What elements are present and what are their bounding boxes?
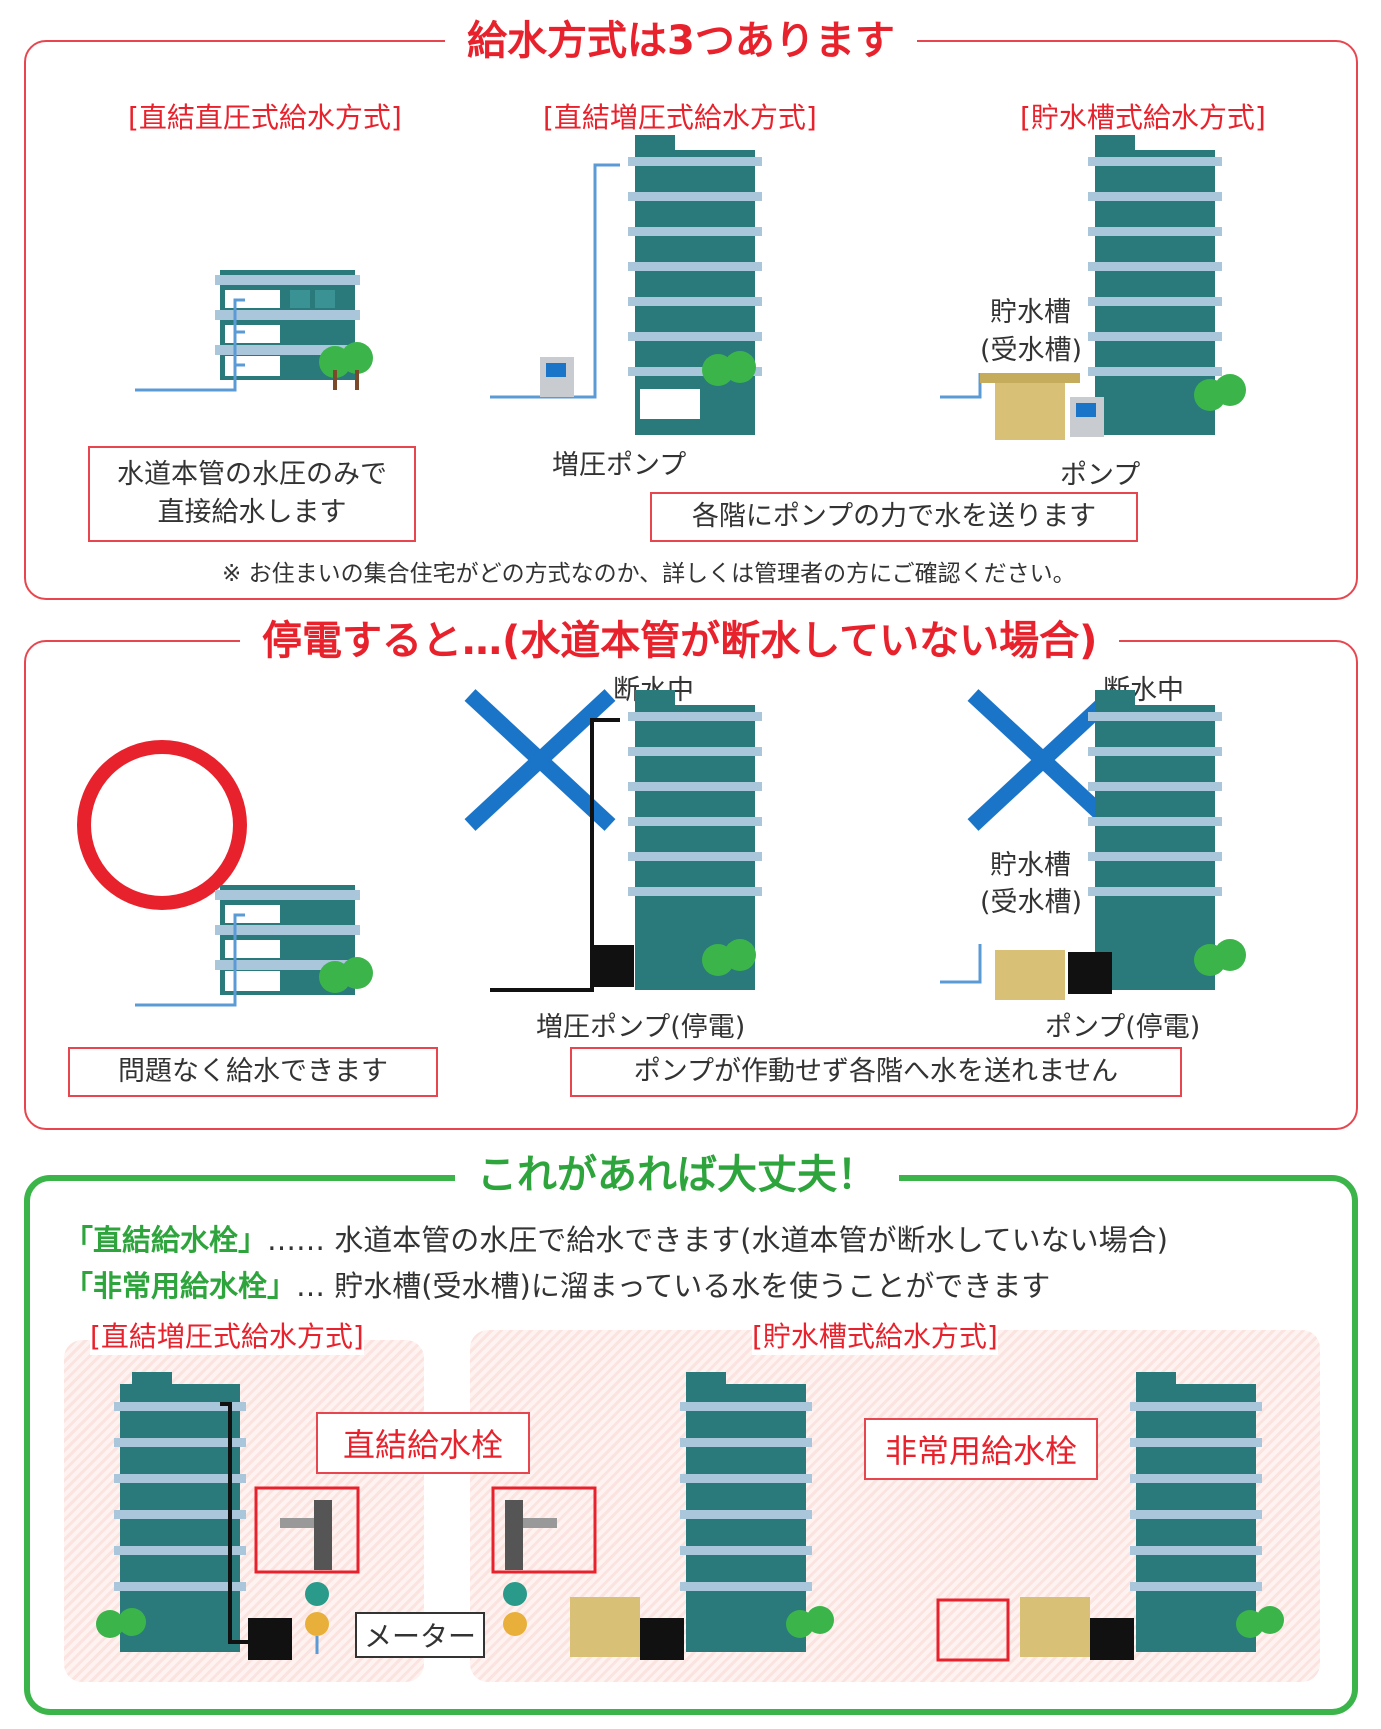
- solution-line-2: 「非常用給水栓」… 貯水槽(受水槽)に溜まっている水を使うことができます: [64, 1263, 1050, 1305]
- callout-emergency-text: 非常用給水栓: [884, 1432, 1077, 1470]
- desc-direct-line1: 水道本管の水圧のみで: [117, 459, 387, 490]
- tall-building-blackout-2: [940, 690, 1246, 1000]
- solution-text-1: …… 水道本管の水圧で給水できます(水道本管が断水していない場合): [267, 1223, 1168, 1257]
- footnote: ※ お住まいの集合住宅がどの方式なのか、詳しくは管理者の方にご確認ください。: [222, 561, 1076, 587]
- small-building-ok: [135, 885, 373, 1007]
- pump-label: ポンプ: [1060, 460, 1141, 491]
- left-method-label: [直結増圧式給水方式]: [90, 1315, 364, 1355]
- solution-line-1: 「直結給水栓」…… 水道本管の水圧で給水できます(水道本管が断水していない場合): [64, 1217, 1168, 1259]
- meter-text: メーター: [363, 1620, 476, 1653]
- desc-pump-box: 各階にポンプの力で水を送ります: [650, 492, 1138, 542]
- pump-blackout-label: ポンプ(停電): [1045, 1012, 1201, 1043]
- ng-text-box: ポンプが作動せず各階へ水を送れません: [570, 1047, 1182, 1097]
- meter-callout: メーター: [355, 1612, 485, 1658]
- desc-direct-line2: 直接給水します: [157, 497, 347, 528]
- ok-circle-icon: [77, 740, 247, 910]
- booster-pump-blackout-label: 増圧ポンプ(停電): [536, 1012, 746, 1043]
- right-method-label: [貯水槽式給水方式]: [752, 1315, 998, 1355]
- tall-building-tank: [940, 135, 1246, 440]
- solution-text-2: … 貯水槽(受水槽)に溜まっている水を使うことができます: [296, 1269, 1051, 1303]
- section-title-solution: これがあれば大丈夫！: [455, 1150, 899, 1200]
- tall-building-booster: [490, 135, 762, 435]
- tank-label-blackout-2: (受水槽): [980, 887, 1083, 918]
- small-building-illustration: [135, 270, 373, 392]
- bottom-building-mid: [570, 1372, 834, 1660]
- ok-text-box: 問題なく給水できます: [68, 1047, 438, 1097]
- callout-direct: 直結給水栓: [316, 1412, 530, 1474]
- method-label-direct: [直結直圧式給水方式]: [128, 101, 402, 134]
- ng-cross-icon-1: [464, 689, 616, 831]
- method-label-booster: [直結増圧式給水方式]: [543, 101, 817, 134]
- ng-text: ポンプが作動せず各階へ水を送れません: [633, 1056, 1119, 1087]
- tank-label-2: (受水槽): [980, 335, 1083, 366]
- desc-direct-box: 水道本管の水圧のみで 直接給水します: [88, 446, 416, 542]
- ok-text: 問題なく給水できます: [118, 1056, 388, 1087]
- solution-key-1: 「直結給水栓」: [64, 1223, 268, 1257]
- meter-left-icon: [305, 1582, 329, 1654]
- method-label-tank: [貯水槽式給水方式]: [1020, 101, 1266, 134]
- bottom-building-left: [96, 1372, 292, 1660]
- direct-faucet-left: [254, 1486, 360, 1574]
- tall-building-blackout-1: [490, 690, 762, 992]
- callout-emergency: 非常用給水栓: [864, 1418, 1098, 1480]
- direct-faucet-right: [491, 1486, 597, 1574]
- tank-label-blackout-1: 貯水槽: [990, 850, 1071, 881]
- section-title-methods: 給水方式は3つあります: [445, 16, 917, 66]
- section-title-blackout: 停電すると…(水道本管が断水していない場合): [240, 616, 1120, 666]
- booster-pump-label: 増圧ポンプ: [552, 450, 687, 481]
- meter-right-icon: [503, 1582, 527, 1636]
- bottom-building-right: [936, 1372, 1284, 1662]
- callout-direct-text: 直結給水栓: [342, 1426, 503, 1464]
- tank-label-1: 貯水槽: [990, 297, 1071, 328]
- desc-pump-text: 各階にポンプの力で水を送ります: [691, 501, 1097, 532]
- solution-key-2: 「非常用給水栓」: [64, 1269, 297, 1303]
